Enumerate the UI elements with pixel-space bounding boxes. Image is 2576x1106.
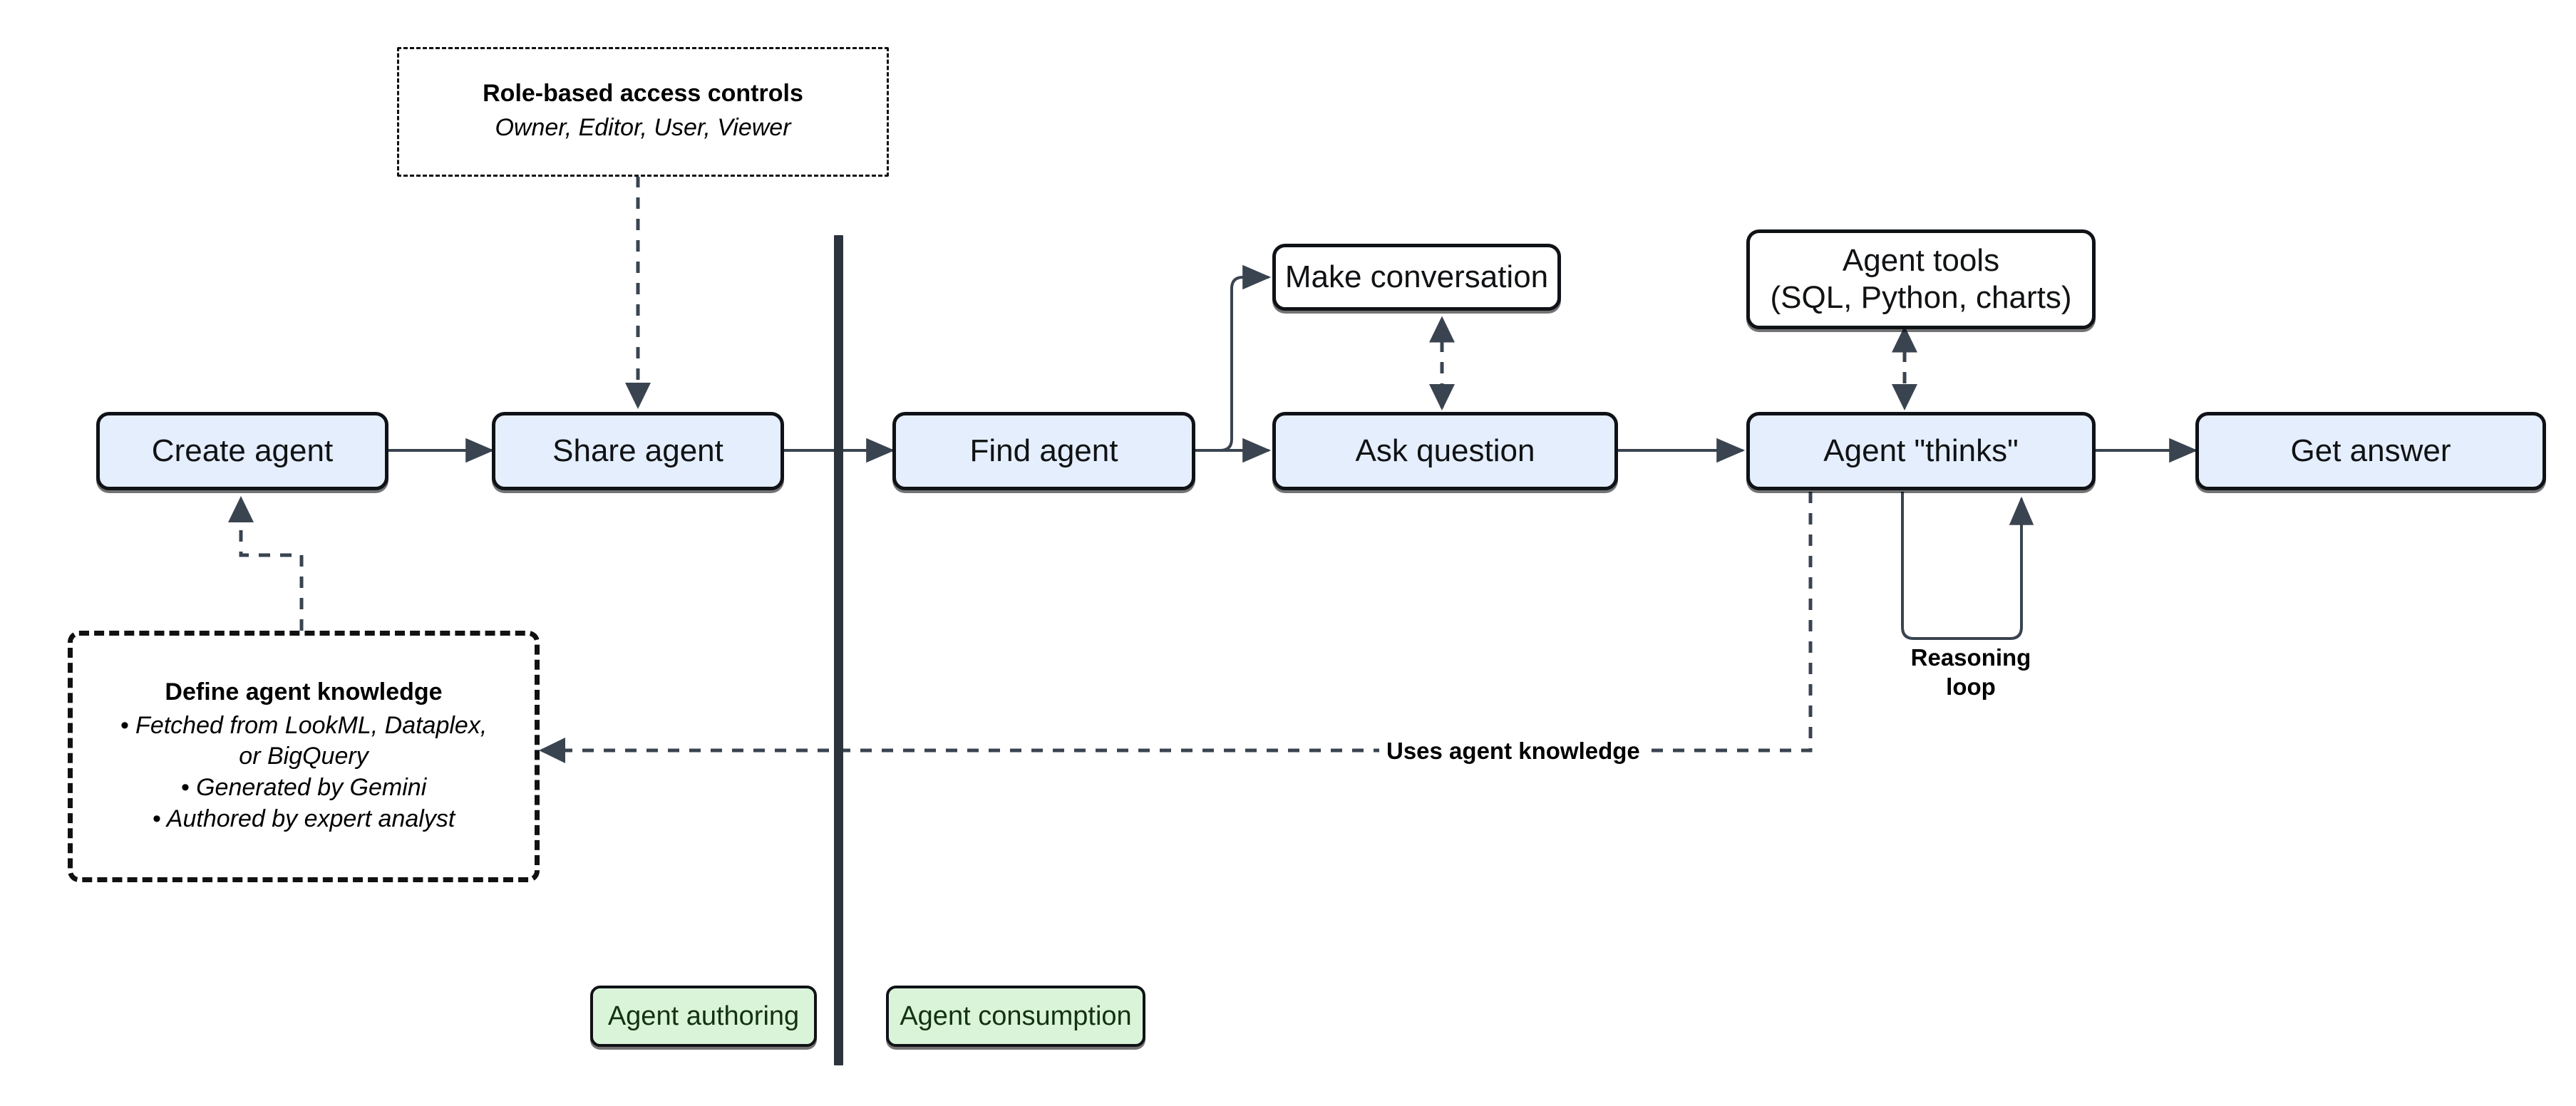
swimlane-divider: [834, 235, 843, 1065]
legend-agent-authoring-label: Agent authoring: [607, 1001, 800, 1031]
node-agent-tools-label-line2: (SQL, Python, charts): [1770, 280, 2072, 315]
legend-agent-authoring[interactable]: Agent authoring: [590, 986, 817, 1047]
node-ask-question-label: Ask question: [1355, 433, 1535, 469]
label-reasoning-loop-line2: loop: [1946, 673, 1996, 701]
legend-agent-consumption-label: Agent consumption: [900, 1001, 1132, 1031]
node-agent-tools-label-line1: Agent tools: [1842, 243, 2000, 279]
node-get-answer-label: Get answer: [2290, 433, 2451, 469]
node-create-agent[interactable]: Create agent: [96, 412, 388, 490]
label-reasoning-loop-line1: Reasoning: [1910, 644, 2031, 671]
node-ask-question[interactable]: Ask question: [1272, 412, 1618, 490]
annotation-define-agent-knowledge: Define agent knowledge • Fetched from Lo…: [68, 631, 540, 882]
node-agent-thinks[interactable]: Agent "thinks": [1746, 412, 2096, 490]
wire-uses-agent-knowledge: [538, 492, 1813, 763]
node-agent-thinks-label: Agent "thinks": [1823, 433, 2019, 469]
node-make-conversation[interactable]: Make conversation: [1272, 244, 1561, 311]
node-share-agent[interactable]: Share agent: [492, 412, 784, 490]
wire-reasoning-loop: [1901, 492, 2034, 640]
knowledge-bullet-list: • Fetched from LookML, Dataplex, or BigQ…: [120, 710, 488, 834]
node-agent-tools[interactable]: Agent tools (SQL, Python, charts): [1746, 229, 2096, 329]
list-item: • Fetched from LookML, Dataplex, or BigQ…: [120, 711, 488, 770]
node-share-agent-label: Share agent: [552, 433, 723, 469]
rbac-subtitle: Owner, Editor, User, Viewer: [495, 114, 791, 142]
label-reasoning-loop: Reasoning loop: [1889, 643, 2053, 702]
node-find-agent[interactable]: Find agent: [892, 412, 1195, 490]
label-uses-agent-knowledge: Uses agent knowledge: [1379, 736, 1647, 766]
annotation-role-based-access-controls: Role-based access controls Owner, Editor…: [397, 47, 889, 177]
node-get-answer[interactable]: Get answer: [2195, 412, 2546, 490]
rbac-title: Role-based access controls: [483, 80, 803, 108]
knowledge-title: Define agent knowledge: [165, 678, 443, 706]
node-find-agent-label: Find agent: [969, 433, 1118, 469]
wire-knowledge-to-create: [228, 495, 304, 631]
node-create-agent-label: Create agent: [151, 433, 334, 469]
wire-find-to-make-conversation: [1194, 264, 1272, 452]
list-item: • Authored by expert analyst: [152, 805, 455, 832]
list-item: • Generated by Gemini: [180, 774, 427, 801]
legend-agent-consumption[interactable]: Agent consumption: [886, 986, 1145, 1047]
node-make-conversation-label: Make conversation: [1284, 259, 1549, 295]
